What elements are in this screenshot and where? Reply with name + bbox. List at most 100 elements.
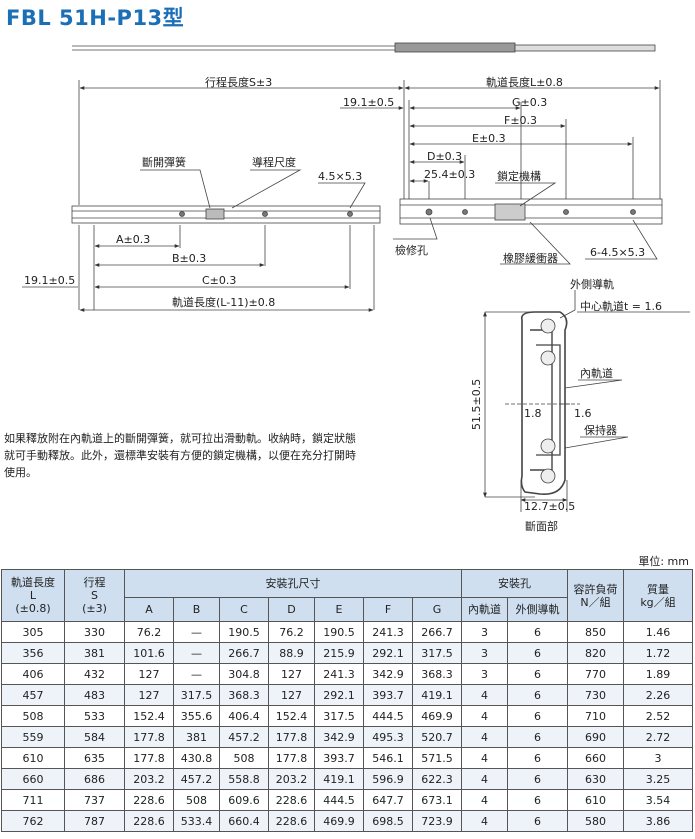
table-cell: 127	[124, 663, 174, 685]
section-middle-rail: 中心軌道t = 1.6	[580, 299, 662, 313]
header-load-unit: N／組	[580, 595, 611, 609]
table-cell: 647.7	[363, 789, 413, 811]
table-cell: 444.5	[363, 705, 413, 727]
table-cell: 419.1	[412, 684, 462, 706]
table-cell: 304.8	[219, 663, 269, 685]
header-load: 容許負荷 N／組	[567, 569, 624, 622]
table-cell: 4	[461, 705, 508, 727]
table-cell: 177.8	[268, 726, 315, 748]
table-cell: 4	[461, 768, 508, 790]
table-cell: 762	[1, 810, 65, 832]
product-title: FBL 51H-P13型	[6, 6, 185, 30]
table-cell: 457	[1, 684, 65, 706]
header-mass: 質量 kg／組	[623, 569, 693, 622]
table-cell: 6	[507, 810, 568, 832]
table-cell: —	[173, 663, 220, 685]
table-cell: 469.9	[314, 810, 364, 832]
table-cell: 101.6	[124, 642, 174, 664]
table-cell: 228.6	[268, 789, 315, 811]
dim-e-label: E±0.3	[472, 132, 506, 145]
section-height: 51.5±0.5	[470, 379, 483, 430]
section-inner-rail: 內軌道	[580, 366, 613, 380]
table-cell: 228.6	[124, 789, 174, 811]
table-cell: 330	[64, 621, 125, 643]
spec-table: 軌道長度 L (±0.8) 行程 S (±3) 安裝孔尺寸 安裝孔 容許負荷 N…	[1, 569, 693, 832]
table-cell: 690	[567, 726, 624, 748]
table-cell: 622.3	[412, 768, 462, 790]
table-cell: 1.46	[623, 621, 693, 643]
table-cell: 770	[567, 663, 624, 685]
table-cell: 444.5	[314, 789, 364, 811]
table-cell: 228.6	[268, 810, 315, 832]
header-holes-outer: 外側導軌	[507, 597, 568, 622]
callout-scale: 導程尺度	[252, 155, 296, 169]
table-cell: 241.3	[314, 663, 364, 685]
header-length-tol: (±0.8)	[15, 602, 51, 615]
table-cell: 673.1	[412, 789, 462, 811]
table-cell: 6	[507, 621, 568, 643]
table-cell: 381	[64, 642, 125, 664]
section-right-thick: 1.6	[574, 407, 592, 420]
table-cell: 127	[268, 663, 315, 685]
table-cell: 580	[567, 810, 624, 832]
table-cell: 88.9	[268, 642, 315, 664]
header-col-c: C	[219, 597, 269, 622]
dim-f-label: F±0.3	[504, 114, 537, 127]
table-cell: 3	[461, 621, 508, 643]
table-cell: 228.6	[124, 810, 174, 832]
header-stroke-tol: (±3)	[82, 602, 107, 615]
header-stroke-text: 行程	[83, 576, 106, 589]
table-cell: —	[173, 621, 220, 643]
table-cell: 2.26	[623, 684, 693, 706]
table-cell: 457.2	[173, 768, 220, 790]
table-cell: 368.3	[219, 684, 269, 706]
table-cell: 686	[64, 768, 125, 790]
table-cell: 737	[64, 789, 125, 811]
table-cell: 723.9	[412, 810, 462, 832]
table-cell: 76.2	[124, 621, 174, 643]
table-cell: 430.8	[173, 747, 220, 769]
table-cell: 152.4	[268, 705, 315, 727]
table-cell: 3	[623, 747, 693, 769]
header-length-text: 軌道長度	[11, 576, 55, 589]
table-cell: 203.2	[268, 768, 315, 790]
table-cell: 2.72	[623, 726, 693, 748]
header-stroke: 行程 S (±3)	[64, 569, 125, 622]
header-mass-text: 質量	[647, 582, 669, 596]
dim-b-label: B±0.3	[172, 252, 206, 265]
table-cell: 3	[461, 642, 508, 664]
table-cell: 3.86	[623, 810, 693, 832]
header-col-e: E	[314, 597, 364, 622]
table-cell: 710	[567, 705, 624, 727]
table-cell: 152.4	[124, 705, 174, 727]
table-cell: 1.89	[623, 663, 693, 685]
table-cell: 6	[507, 747, 568, 769]
table-cell: 820	[567, 642, 624, 664]
unit-label: 單位: mm	[638, 555, 689, 568]
table-cell: 571.5	[412, 747, 462, 769]
table-cell: 698.5	[363, 810, 413, 832]
technical-drawing: 行程長度S±3 軌道長度L±0.8 19.1±0.5 G±0.3 F±0.3 E…	[22, 42, 690, 533]
stroke-length-label: 行程長度S±3	[205, 75, 272, 89]
table-cell: 393.7	[363, 684, 413, 706]
section-caption: 斷面部	[525, 519, 558, 533]
table-cell: 520.7	[412, 726, 462, 748]
table-cell: 508	[219, 747, 269, 769]
dim-a-label: A±0.3	[116, 233, 150, 246]
dim-19-1-left-label: 19.1±0.5	[24, 274, 75, 287]
table-cell: 609.6	[219, 789, 269, 811]
rail-length-top-label: 軌道長度L±0.8	[486, 75, 563, 89]
table-cell: 787	[64, 810, 125, 832]
section-outer-rail: 外側導軌	[570, 277, 614, 291]
table-cell: 305	[1, 621, 65, 643]
callout-hole: 檢修孔	[395, 243, 428, 257]
table-cell: 3.25	[623, 768, 693, 790]
table-cell: 4	[461, 726, 508, 748]
table-cell: 342.9	[314, 726, 364, 748]
section-retainer: 保持器	[584, 423, 617, 437]
